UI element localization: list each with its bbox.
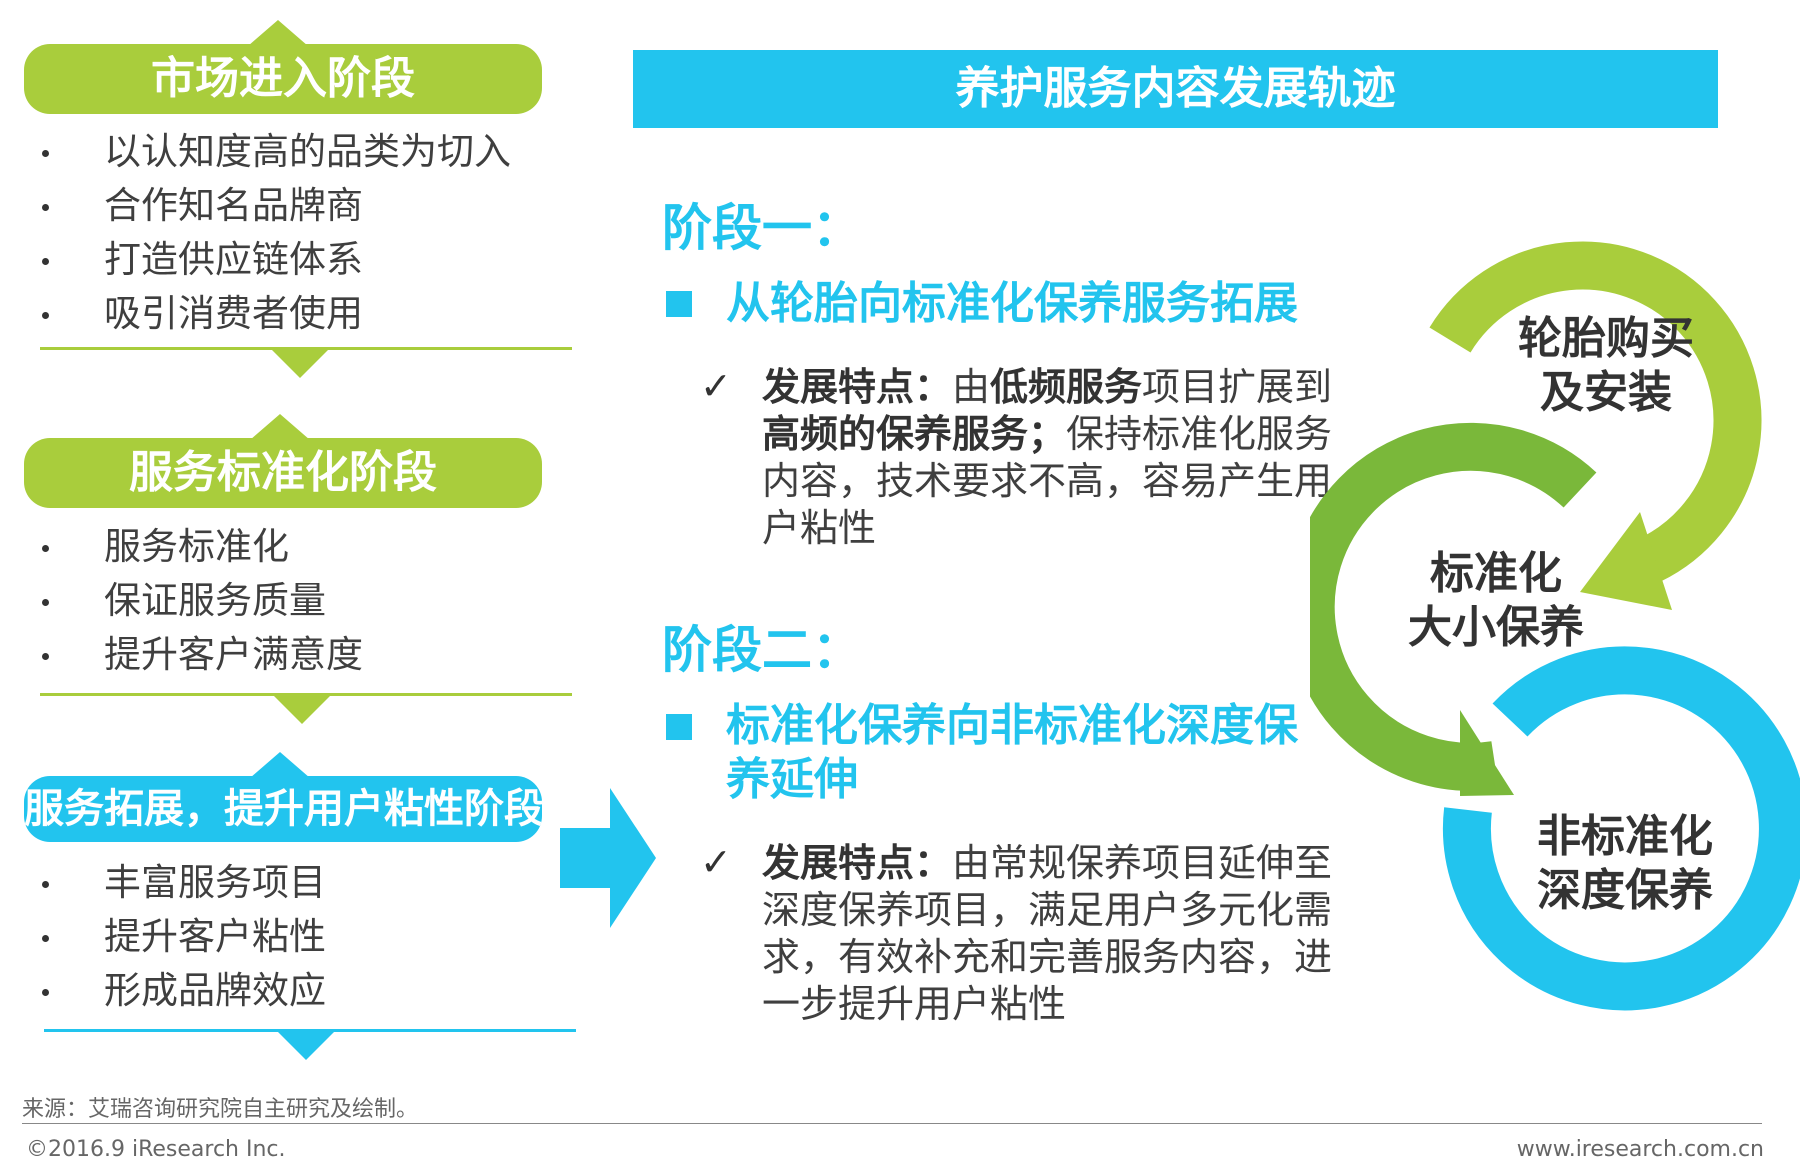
stage3-title: 服务拓展，提升用户粘性阶段 <box>24 776 542 842</box>
website-link[interactable]: www.iresearch.com.cn <box>1516 1137 1764 1162</box>
stage2-title: 服务标准化阶段 <box>24 438 542 508</box>
stage2-list: 服务标准化 保证服务质量 提升客户满意度 <box>36 520 363 682</box>
list-item: 打造供应链体系 <box>36 233 511 287</box>
footer-divider <box>22 1123 1762 1124</box>
stage2-down-arrow <box>274 696 330 724</box>
stage1-title: 市场进入阶段 <box>24 44 542 114</box>
ring1-arc <box>1429 241 1762 582</box>
list-item: 服务标准化 <box>36 520 363 574</box>
bullet-icon <box>42 545 49 552</box>
phase2-check-icon: ✓ <box>700 840 732 884</box>
phase1-description: 发展特点：由低频服务项目扩展到高频的保养服务；保持标准化服务内容，技术要求不高，… <box>762 365 1333 550</box>
stage3-down-arrow <box>278 1032 334 1060</box>
list-item: 形成品牌效应 <box>36 964 326 1018</box>
stage2-top-arrow <box>250 414 310 440</box>
page-title: 养护服务内容发展轨迹 <box>633 50 1718 128</box>
phase2-heading: 阶段二： <box>662 621 862 679</box>
bullet-icon <box>42 989 49 996</box>
ring3-arc <box>1442 646 1800 1011</box>
phase1-heading: 阶段一： <box>662 199 862 257</box>
phase1-subtitle: 从轮胎向标准化保养服务拓展 <box>726 278 1298 329</box>
bullet-icon <box>42 258 49 265</box>
list-item: 提升客户粘性 <box>36 910 326 964</box>
cycle-diagram <box>1310 241 1800 1011</box>
ring3-label: 非标准化深度保养 <box>1537 811 1713 916</box>
stage1-divider <box>40 347 572 350</box>
bullet-icon <box>42 150 49 157</box>
bullet-icon <box>42 599 49 606</box>
source-note: 来源：艾瑞咨询研究院自主研究及绘制。 <box>22 1097 419 1122</box>
phase1-square-icon <box>666 291 692 317</box>
ring1-label: 轮胎购买及安装 <box>1518 313 1694 418</box>
right-arrow-icon <box>560 788 656 928</box>
bullet-icon <box>42 881 49 888</box>
copyright: ©2016.9 iResearch Inc. <box>26 1137 286 1162</box>
stage1-down-arrow <box>272 350 328 378</box>
stage3-top-arrow <box>250 752 310 778</box>
phase2-subtitle-line2: 养延伸 <box>726 754 858 805</box>
bullet-icon <box>42 312 49 319</box>
list-item: 保证服务质量 <box>36 574 363 628</box>
ring1-arrowhead-icon <box>1580 512 1672 610</box>
list-item: 以认知度高的品类为切入 <box>36 125 511 179</box>
list-item: 丰富服务项目 <box>36 856 326 910</box>
ring2-arc <box>1310 422 1597 791</box>
stage3-list: 丰富服务项目 提升客户粘性 形成品牌效应 <box>36 856 326 1018</box>
stage1-list: 以认知度高的品类为切入 合作知名品牌商 打造供应链体系 吸引消费者使用 <box>36 125 511 341</box>
phase2-description: 发展特点：由常规保养项目延伸至深度保养项目，满足用户多元化需求，有效补充和完善服… <box>762 841 1333 1026</box>
ring2-arrowhead-icon <box>1460 710 1514 796</box>
list-item: 提升客户满意度 <box>36 628 363 682</box>
list-item: 合作知名品牌商 <box>36 179 511 233</box>
stage1-top-arrow <box>248 20 308 46</box>
phase2-subtitle-line1: 标准化保养向非标准化深度保 <box>726 700 1298 751</box>
phase2-square-icon <box>666 714 692 740</box>
phase1-check-icon: ✓ <box>700 364 732 408</box>
list-item: 吸引消费者使用 <box>36 287 511 341</box>
bullet-icon <box>42 204 49 211</box>
bullet-icon <box>42 935 49 942</box>
stage3-divider <box>44 1029 576 1032</box>
ring2-label: 标准化大小保养 <box>1408 548 1584 653</box>
bullet-icon <box>42 653 49 660</box>
stage2-divider <box>40 693 572 696</box>
